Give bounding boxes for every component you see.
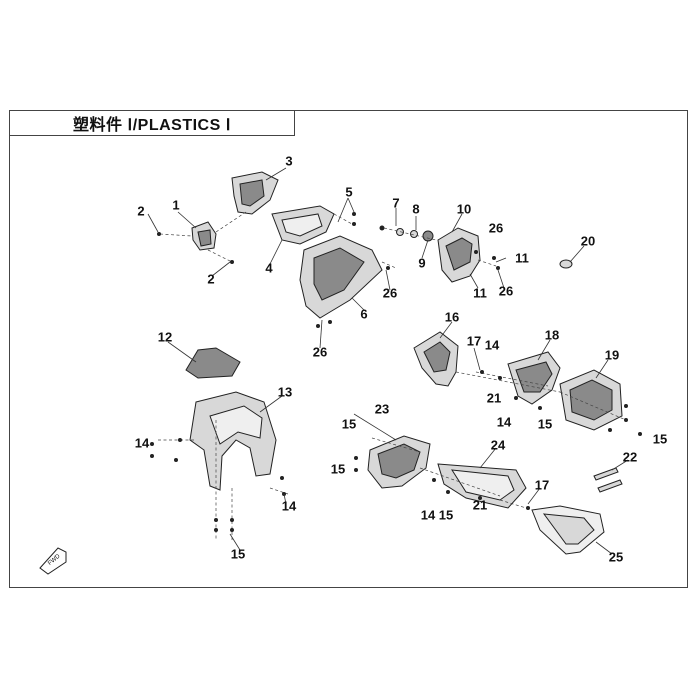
callout-10: 10 [457,201,471,216]
callout-23: 23 [375,401,389,416]
part-20-clip [559,259,573,269]
callout-26-top: 26 [489,220,503,235]
forward-arrow-icon: FWD [39,547,67,575]
leader-lines [147,167,629,555]
part-24-long-side-panel [437,463,527,509]
callout-19: 19 [605,347,619,362]
diagram-title: 塑料件 Ⅰ/PLASTICS Ⅰ [9,110,295,136]
bolts [150,212,642,532]
callout-26-mid: 26 [383,285,397,300]
callout-16: 16 [445,309,459,324]
part-1-small-cover [191,221,217,251]
callout-14-mid: 14 [497,414,512,429]
callout-15-bottom: 15 [231,546,245,561]
callout-11-upper: 11 [515,250,529,265]
part-16-panel [413,331,459,387]
callout-25: 25 [609,549,623,564]
part-19-rear-frame [559,369,623,431]
callout-2-left: 2 [137,203,144,218]
part-12-visor [185,347,241,379]
callout-8: 8 [412,201,419,216]
callout-14-left: 14 [135,435,150,450]
callout-5: 5 [345,184,352,199]
callout-4: 4 [265,260,273,275]
part-13-front-cowl [189,391,277,491]
diagram-frame [9,110,688,588]
callout-labels: 1 2 2 3 4 5 6 7 8 9 10 11 11 12 13 14 14… [135,153,667,564]
callout-6: 6 [360,306,367,321]
callout-2-bottom: 2 [207,271,214,286]
callout-21-lower: 21 [473,497,487,512]
callout-12: 12 [158,329,172,344]
callout-11-lower: 11 [473,285,487,300]
callout-15-left: 15 [331,461,345,476]
callout-24: 24 [491,437,506,452]
callout-13: 13 [278,384,292,399]
part-18-mid-panel [507,351,561,405]
part-22-strips [593,467,623,493]
callout-3: 3 [285,153,292,168]
callout-21-upper: 21 [487,390,501,405]
callout-15-upper-left: 15 [342,416,356,431]
callout-17-bottom: 17 [535,477,549,492]
part-10-bracket [437,227,481,283]
part-3-upper-bracket [231,171,279,215]
part-4-screen-cover [271,205,335,245]
callout-9: 9 [418,255,425,270]
callout-1: 1 [172,197,179,212]
callout-15-mid-right: 15 [538,416,552,431]
callout-7: 7 [392,195,399,210]
callout-labels-extra: 26 15 [499,283,552,431]
callout-14-top: 14 [485,337,500,352]
callout-26-right: 26 [499,283,513,298]
callout-14-right: 14 [282,498,297,513]
callout-18: 18 [545,327,559,342]
part-7-9-mechanism [379,225,434,242]
part-6-front-side-panel [299,235,383,319]
callout-20: 20 [581,233,595,248]
part-25-rear-cover [531,505,605,555]
callout-14-bottom: 14 [421,507,436,522]
callout-15-right: 15 [653,431,667,446]
part-23-side-cover [367,435,431,489]
callout-15-mid: 15 [439,507,453,522]
callout-22: 22 [623,449,637,464]
callout-17-top: 17 [467,333,481,348]
callout-26-bottom: 26 [313,344,327,359]
